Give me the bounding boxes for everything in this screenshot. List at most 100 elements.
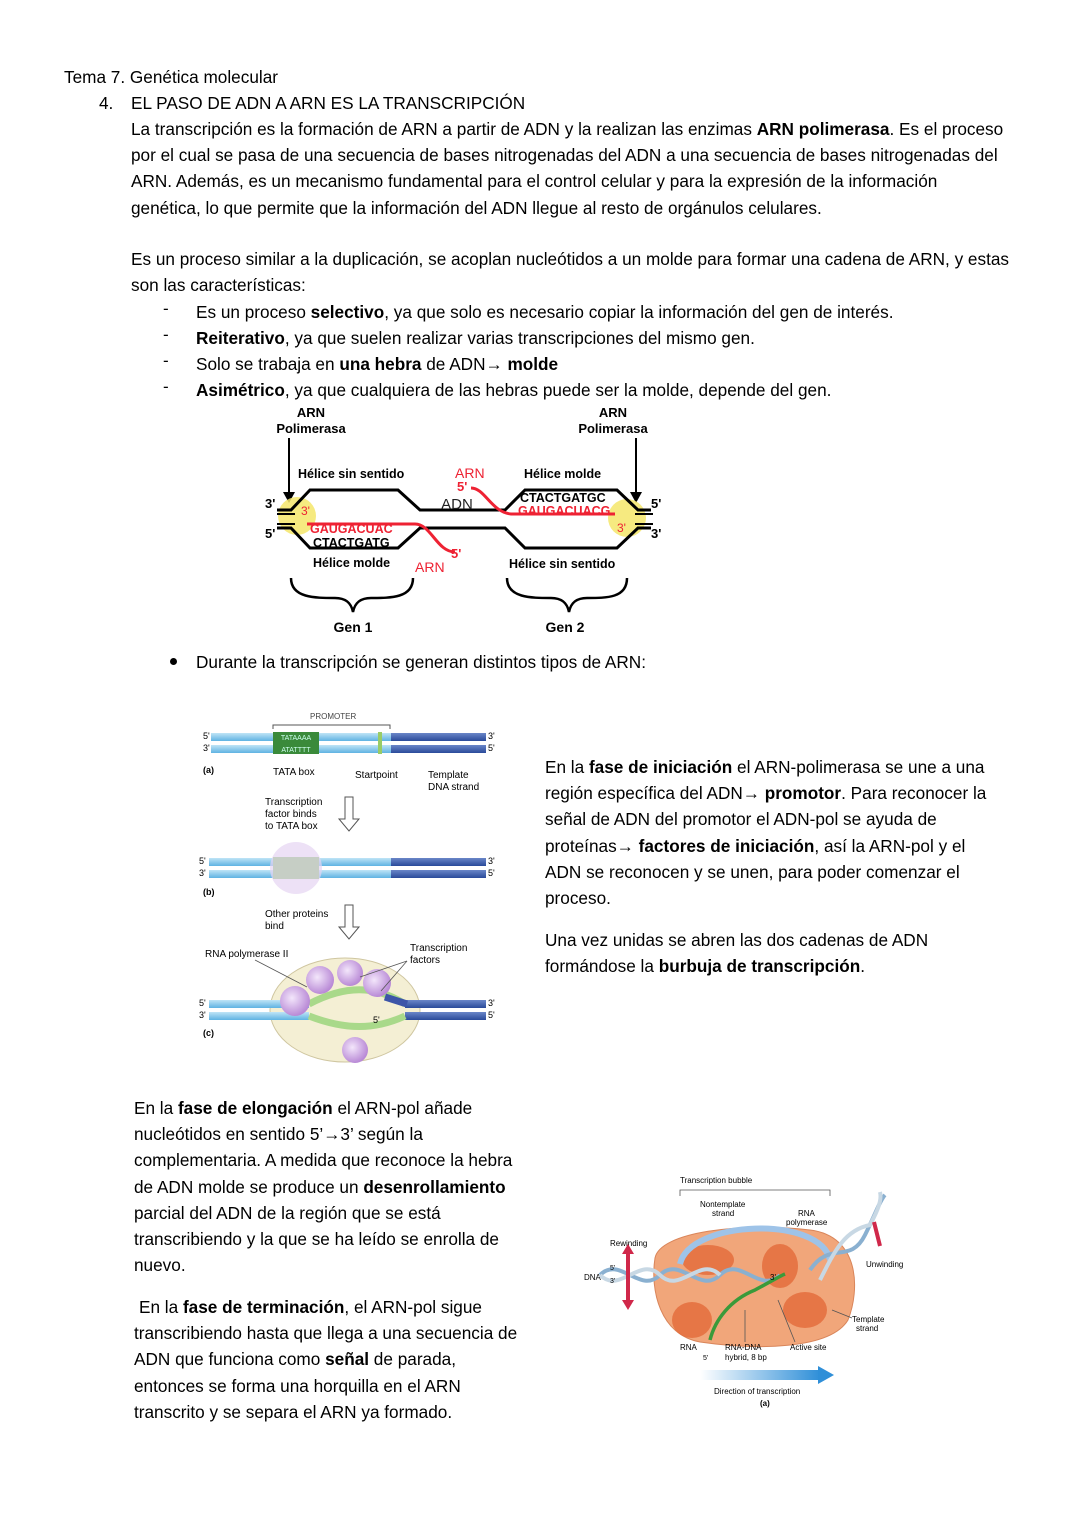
intro-paragraph-2: Es un proceso similar a la duplicación, … xyxy=(131,249,1010,296)
svg-text:Template: Template xyxy=(852,1315,885,1324)
bullet-text: Durante la transcripción se generan dist… xyxy=(196,652,646,672)
svg-text:3': 3' xyxy=(199,868,206,878)
svg-text:5': 5' xyxy=(488,1010,495,1020)
list-item: Reiterativo, ya que suelen realizar vari… xyxy=(196,328,755,348)
startpoint-label: Startpoint xyxy=(355,770,398,781)
svg-text:3': 3' xyxy=(617,521,626,535)
bubble-paragraph: Una vez unidas se abren las dos cadenas … xyxy=(545,930,929,977)
section-number: 4. xyxy=(99,93,114,113)
svg-text:polymerase: polymerase xyxy=(786,1218,828,1227)
svg-text:5': 5' xyxy=(451,546,461,561)
svg-text:5': 5' xyxy=(265,526,275,541)
svg-text:ATATTTT: ATATTTT xyxy=(281,747,311,754)
svg-text:5': 5' xyxy=(488,743,495,753)
helix-template-left: Hélice molde xyxy=(313,556,390,570)
svg-text:3': 3' xyxy=(488,998,495,1008)
helix-template-right: Hélice molde xyxy=(524,467,601,481)
svg-text:3': 3' xyxy=(488,856,495,866)
arrow-down-icon xyxy=(283,492,295,503)
svg-text:bind: bind xyxy=(265,921,284,932)
svg-text:3': 3' xyxy=(610,1278,615,1285)
svg-text:factors: factors xyxy=(410,955,440,966)
pol-left-label-1: ARN xyxy=(297,405,325,420)
svg-text:5': 5' xyxy=(203,731,210,741)
polymerase-left-circle xyxy=(278,497,316,535)
rna-pol-label: RNA polymerase II xyxy=(205,949,288,960)
svg-text:5': 5' xyxy=(703,1355,708,1362)
pol-right-label-1: ARN xyxy=(599,405,627,420)
bubble-label: Transcription bubble xyxy=(680,1176,753,1185)
arrow-down-icon xyxy=(622,1300,634,1310)
initiation-paragraph: En la fase de iniciación el ARN-polimera… xyxy=(545,757,987,909)
dna-label: ADN xyxy=(441,496,473,513)
svg-text:3': 3' xyxy=(203,743,210,753)
list-item: Asimétrico, ya que cualquiera de las heb… xyxy=(196,380,832,400)
brace-gene-2 xyxy=(505,577,629,613)
svg-text:(b): (b) xyxy=(203,887,215,897)
svg-text:3': 3' xyxy=(770,1273,776,1282)
section-title: EL PASO DE ADN A ARN ES LA TRANSCRIPCIÓN xyxy=(131,93,526,113)
elongation-paragraph: En la fase de elongación el ARN-pol añad… xyxy=(134,1098,513,1276)
termination-paragraph: En la fase de terminación, el ARN-pol si… xyxy=(134,1297,518,1422)
pol-left-label-2: Polimerasa xyxy=(276,421,346,436)
arrow-right-icon xyxy=(818,1366,834,1384)
brace-gene-1 xyxy=(289,577,415,613)
arrow-down-icon xyxy=(337,796,361,832)
svg-text:(a): (a) xyxy=(760,1399,770,1408)
svg-text:Nontemplate: Nontemplate xyxy=(700,1200,746,1209)
arrow-up-icon xyxy=(622,1244,634,1254)
svg-text:to TATA box: to TATA box xyxy=(265,821,318,832)
svg-text:5': 5' xyxy=(651,496,661,511)
svg-text:5': 5' xyxy=(373,1015,380,1025)
seq-red-right: GAUGACUACG xyxy=(518,504,610,518)
svg-text:hybrid, 8 bp: hybrid, 8 bp xyxy=(725,1353,767,1362)
rna-label-top: ARN xyxy=(455,465,485,481)
arrow-down-icon xyxy=(630,492,642,503)
svg-text:3': 3' xyxy=(265,496,275,511)
arrow-down-icon xyxy=(337,904,361,940)
rewinding-label: Rewinding xyxy=(610,1239,647,1248)
svg-text:5': 5' xyxy=(199,998,206,1008)
transcription-bubble-diagram: Transcription bubble Nontemplate strand … xyxy=(584,1176,903,1408)
svg-text:RNA: RNA xyxy=(798,1209,816,1218)
initiation-diagram: PROMOTER 5' 3' TATAAAA ATATTTT 3' 5' (a)… xyxy=(199,712,495,1063)
polymerase-right-circle xyxy=(608,499,646,537)
svg-text:(a): (a) xyxy=(203,765,214,775)
svg-text:5': 5' xyxy=(610,1265,615,1272)
rna-label: RNA xyxy=(680,1343,698,1352)
svg-text:5': 5' xyxy=(457,479,467,494)
direction-label: Direction of transcription xyxy=(714,1387,800,1396)
active-site-label: Active site xyxy=(790,1343,827,1352)
svg-text:DNA strand: DNA strand xyxy=(428,782,479,793)
svg-text:3': 3' xyxy=(199,1010,206,1020)
svg-text:5': 5' xyxy=(488,868,495,878)
svg-text:Template: Template xyxy=(428,770,469,781)
svg-text:Transcription: Transcription xyxy=(265,797,322,808)
tata-box-label: TATA box xyxy=(273,767,315,778)
svg-text:3': 3' xyxy=(488,731,495,741)
helix-sense-right: Hélice sin sentido xyxy=(509,557,616,571)
svg-text:RNA-DNA: RNA-DNA xyxy=(725,1343,762,1352)
gene-1-label: Gen 1 xyxy=(334,619,373,635)
svg-text:factor binds: factor binds xyxy=(265,809,317,820)
gene-2-label: Gen 2 xyxy=(546,619,585,635)
bullet-icon xyxy=(170,658,177,665)
list-item: Solo se trabaja en una hebra de ADN→ mol… xyxy=(196,354,559,374)
svg-text:(c): (c) xyxy=(203,1028,214,1038)
list-item: Es un proceso selectivo, ya que solo es … xyxy=(196,302,894,322)
svg-text:TATAAAA: TATAAAA xyxy=(281,735,312,742)
svg-text:Other proteins: Other proteins xyxy=(265,909,328,920)
svg-text:strand: strand xyxy=(856,1324,878,1333)
svg-text:5': 5' xyxy=(199,856,206,866)
pol-right-label-2: Polimerasa xyxy=(578,421,648,436)
seq-black-left: CTACTGATG xyxy=(313,536,390,550)
gene-transcription-diagram: ARN Polimerasa ARN Polimerasa 3' 5' 5' 3… xyxy=(265,405,661,635)
seq-top-right: CTACTGATGC xyxy=(520,491,606,505)
svg-text:Transcription: Transcription xyxy=(410,943,467,954)
intro-paragraph-1: La transcripción es la formación de ARN … xyxy=(131,119,1004,218)
svg-text:strand: strand xyxy=(712,1209,734,1218)
helix-sense-left: Hélice sin sentido xyxy=(298,467,405,481)
promoter-label: PROMOTER xyxy=(310,712,356,721)
svg-text:3': 3' xyxy=(301,504,310,518)
svg-text:3': 3' xyxy=(651,526,661,541)
